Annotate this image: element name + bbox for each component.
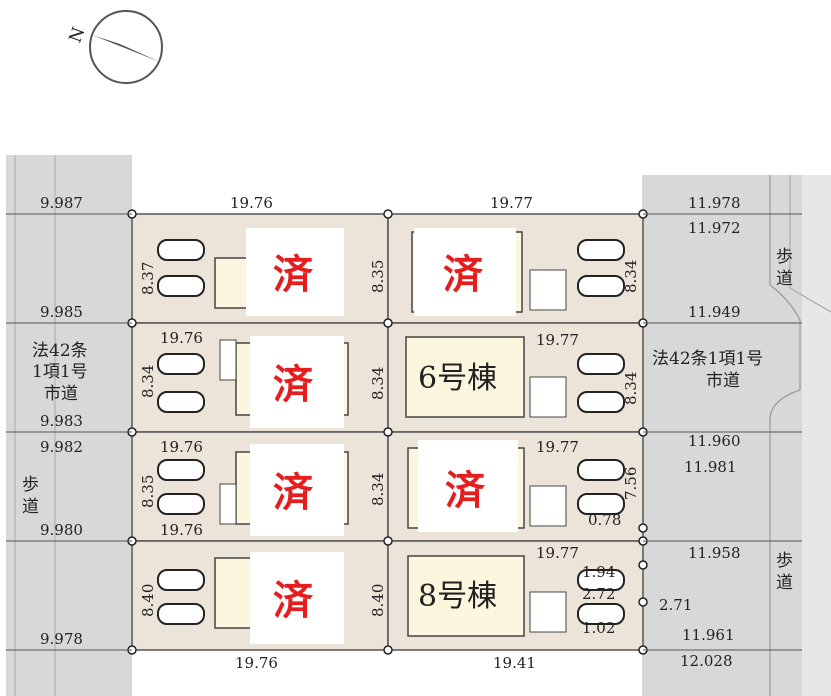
west-road-label-3: 市道 xyxy=(44,384,78,404)
dim-vert-l4: 8.40 xyxy=(139,584,157,617)
sidewalk-west-1: 歩 xyxy=(22,475,39,495)
dim-vert-l1: 8.37 xyxy=(139,262,157,295)
sidewalk-east-upper-1: 歩 xyxy=(776,247,793,267)
dim-west-1: 9.987 xyxy=(40,194,83,212)
dim-vert-l3: 8.35 xyxy=(139,475,157,508)
sold-overlays: 済 済 済 済 済 済 xyxy=(246,228,518,644)
dim-vert-r1: 8.34 xyxy=(622,260,640,293)
dim-east-2: 11.972 xyxy=(688,219,741,237)
sidewalk-east-upper-2: 道 xyxy=(776,269,793,289)
dim-west-4: 9.982 xyxy=(40,438,83,456)
compass-icon: N xyxy=(65,10,163,84)
dim-east-1: 11.978 xyxy=(688,194,741,212)
dim-top-west: 19.76 xyxy=(230,194,273,212)
svg-text:N: N xyxy=(65,24,89,45)
dim-west-5: 9.980 xyxy=(40,521,83,539)
dim-bottom-east: 19.41 xyxy=(493,654,536,672)
dim-east-6: 11.958 xyxy=(688,544,741,562)
east-road-label-1: 法42条1項1号 xyxy=(652,349,763,369)
dim-east-5: 11.981 xyxy=(684,458,737,476)
dim-row3-west: 19.76 xyxy=(160,521,203,539)
parking-cars xyxy=(157,239,625,625)
sold-label: 済 xyxy=(445,468,486,514)
dim-small-4: 2.71 xyxy=(659,596,692,614)
dim-west-3: 9.983 xyxy=(40,412,83,430)
house-8-label: 8号棟 xyxy=(418,579,497,614)
east-road-edge xyxy=(769,175,801,696)
dim-vert-m1: 8.35 xyxy=(369,260,387,293)
sold-label: 済 xyxy=(273,252,314,298)
dim-row2-east: 19.77 xyxy=(536,438,579,456)
dim-vert-m2: 8.34 xyxy=(369,367,387,400)
east-road-label-2: 市道 xyxy=(706,371,740,391)
dim-vert-m3: 8.34 xyxy=(369,473,387,506)
sidewalk-west-2: 道 xyxy=(22,497,39,517)
dim-small-5: 1.02 xyxy=(582,619,615,637)
sidewalk-east-lower-2: 道 xyxy=(776,573,793,593)
west-road xyxy=(6,155,132,696)
dim-east-7: 11.961 xyxy=(682,626,735,644)
sold-label: 済 xyxy=(273,470,314,516)
dim-vert-l2: 8.34 xyxy=(139,365,157,398)
dim-small-3: 2.72 xyxy=(582,585,615,603)
sold-label: 済 xyxy=(273,578,314,624)
dim-small-1: 0.78 xyxy=(588,511,621,529)
sidewalk-east-lower-1: 歩 xyxy=(776,551,793,571)
dim-west-6: 9.978 xyxy=(40,630,83,648)
west-road-label-2: 1項1号 xyxy=(32,362,88,382)
dim-row1-east: 19.77 xyxy=(536,331,579,349)
dim-east-3: 11.949 xyxy=(688,303,741,321)
dim-top-east: 19.77 xyxy=(490,194,533,212)
dim-small-2: 1.94 xyxy=(582,563,615,581)
dim-east-8: 12.028 xyxy=(680,652,733,670)
dim-row3-east: 19.77 xyxy=(536,544,579,562)
dim-vert-m4: 8.40 xyxy=(369,584,387,617)
east-road xyxy=(642,175,802,696)
dim-vert-r2: 8.34 xyxy=(622,372,640,405)
dim-west-2: 9.985 xyxy=(40,303,83,321)
dim-vert-r3: 7.56 xyxy=(622,467,640,500)
dim-bottom-west: 19.76 xyxy=(235,654,278,672)
sold-label: 済 xyxy=(443,252,484,298)
sold-label: 済 xyxy=(273,362,314,408)
dim-east-4: 11.960 xyxy=(688,432,741,450)
dim-row2-west: 19.76 xyxy=(160,438,203,456)
dim-row1-west: 19.76 xyxy=(160,329,203,347)
west-road-label-1: 法42条 xyxy=(32,341,88,361)
house-6-label: 6号棟 xyxy=(418,361,497,396)
east-sidewalk xyxy=(802,175,831,696)
